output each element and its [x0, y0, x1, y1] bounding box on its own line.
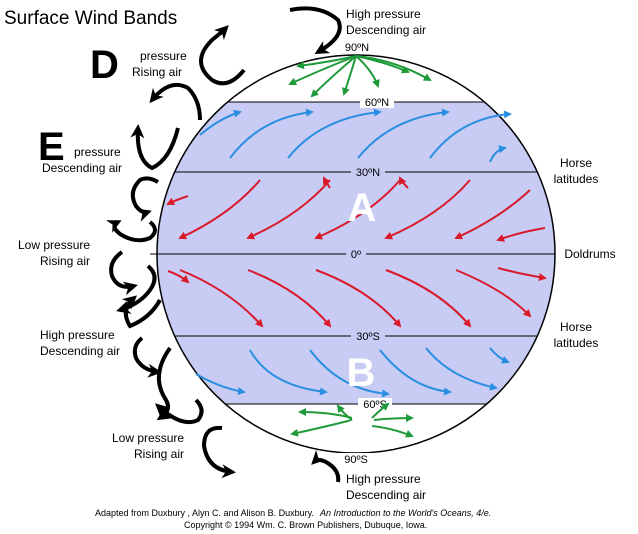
credit-line1-book: An Introduction to the World's Oceans, 4… — [319, 508, 491, 518]
zone-letter-a: A — [348, 186, 377, 230]
credit-line1-prefix: Adapted from Duxbury , Alyn C. and Aliso… — [95, 508, 314, 518]
label-low-s-line1: Low pressure — [112, 431, 184, 445]
label-top-line1: High pressure — [346, 7, 421, 21]
label-low-n-line2: Rising air — [40, 254, 90, 268]
label-bottom-line2: Descending air — [346, 488, 426, 502]
polar-labels: High pressure Descending air High pressu… — [346, 7, 426, 502]
label-horse-s-line2: latitudes — [554, 336, 599, 350]
south-polar-easterlies — [290, 402, 414, 438]
label-e-line1: pressure — [74, 145, 121, 159]
diagram-title: Surface Wind Bands — [4, 8, 177, 29]
label-top-line2: Descending air — [346, 23, 426, 37]
lat-label-90s: 90ºS — [344, 454, 368, 466]
label-horse-n-line2: latitudes — [554, 172, 599, 186]
lat-label-equator: 0º — [351, 249, 361, 261]
label-d-line2: Rising air — [132, 65, 182, 79]
zone-letter-c: C — [342, 413, 371, 457]
cell-arrow-low-s-1 — [155, 398, 204, 425]
north-trade-winds — [166, 176, 546, 242]
label-bottom-line1: High pressure — [346, 472, 421, 486]
zone-letters: A B C — [342, 186, 377, 457]
left-labels: D pressure Rising air E pressure Descend… — [18, 43, 187, 461]
credit-line2: Copyright © 1994 Wm. C. Brown Publishers… — [184, 520, 427, 530]
zone-letter-b: B — [347, 351, 376, 395]
credit-line1: Adapted from Duxbury , Alyn C. and Aliso… — [95, 508, 491, 518]
lat-label-30n: 30ºN — [356, 167, 380, 179]
lat-label-60s: 60ºS — [363, 399, 387, 411]
cell-arrow-top — [289, 6, 342, 54]
lat-label-30s: 30ºS — [356, 331, 380, 343]
north-polar-easterlies — [288, 55, 432, 98]
credit: Adapted from Duxbury , Alyn C. and Aliso… — [95, 508, 491, 530]
cell-arrow-mid-4 — [121, 295, 162, 329]
label-high-s-line2: Descending air — [40, 344, 120, 358]
lat-label-90n: 90ºN — [345, 42, 369, 54]
latitude-labels: 90ºN 60ºN 30ºN 0º 30ºS 60ºS 90ºS — [339, 41, 394, 466]
cell-arrow-e-lower — [130, 176, 160, 222]
cell-arrow-e-upper — [130, 124, 180, 171]
cell-arrow-bottom — [311, 449, 341, 483]
right-labels: Horse latitudes Doldrums Horse latitudes — [554, 156, 616, 350]
cell-arrow-mid-1 — [105, 220, 157, 243]
label-high-s-line1: High pressure — [40, 328, 115, 342]
label-horse-s-line1: Horse — [560, 320, 592, 334]
label-horse-n-line1: Horse — [560, 156, 592, 170]
lat-label-60n: 60ºN — [365, 97, 389, 109]
label-low-n-line1: Low pressure — [18, 238, 90, 252]
north-westerlies — [199, 108, 512, 163]
cell-arrow-d-lower — [149, 83, 202, 121]
cell-arrow-d-upper — [199, 25, 246, 86]
south-westerlies — [195, 347, 510, 398]
label-e-letter: E — [38, 125, 65, 169]
label-e-line2: Descending air — [42, 161, 122, 175]
cell-arrow-mid-2 — [109, 250, 138, 296]
south-trade-winds — [167, 267, 547, 328]
cell-arrow-high-s-1 — [132, 336, 162, 378]
label-d-letter: D — [90, 43, 119, 87]
cell-arrow-low-s-2 — [201, 425, 236, 479]
circulation-cells — [105, 6, 342, 483]
label-doldrums: Doldrums — [564, 247, 615, 261]
label-d-line1: pressure — [140, 49, 187, 63]
label-low-s-line2: Rising air — [134, 447, 184, 461]
